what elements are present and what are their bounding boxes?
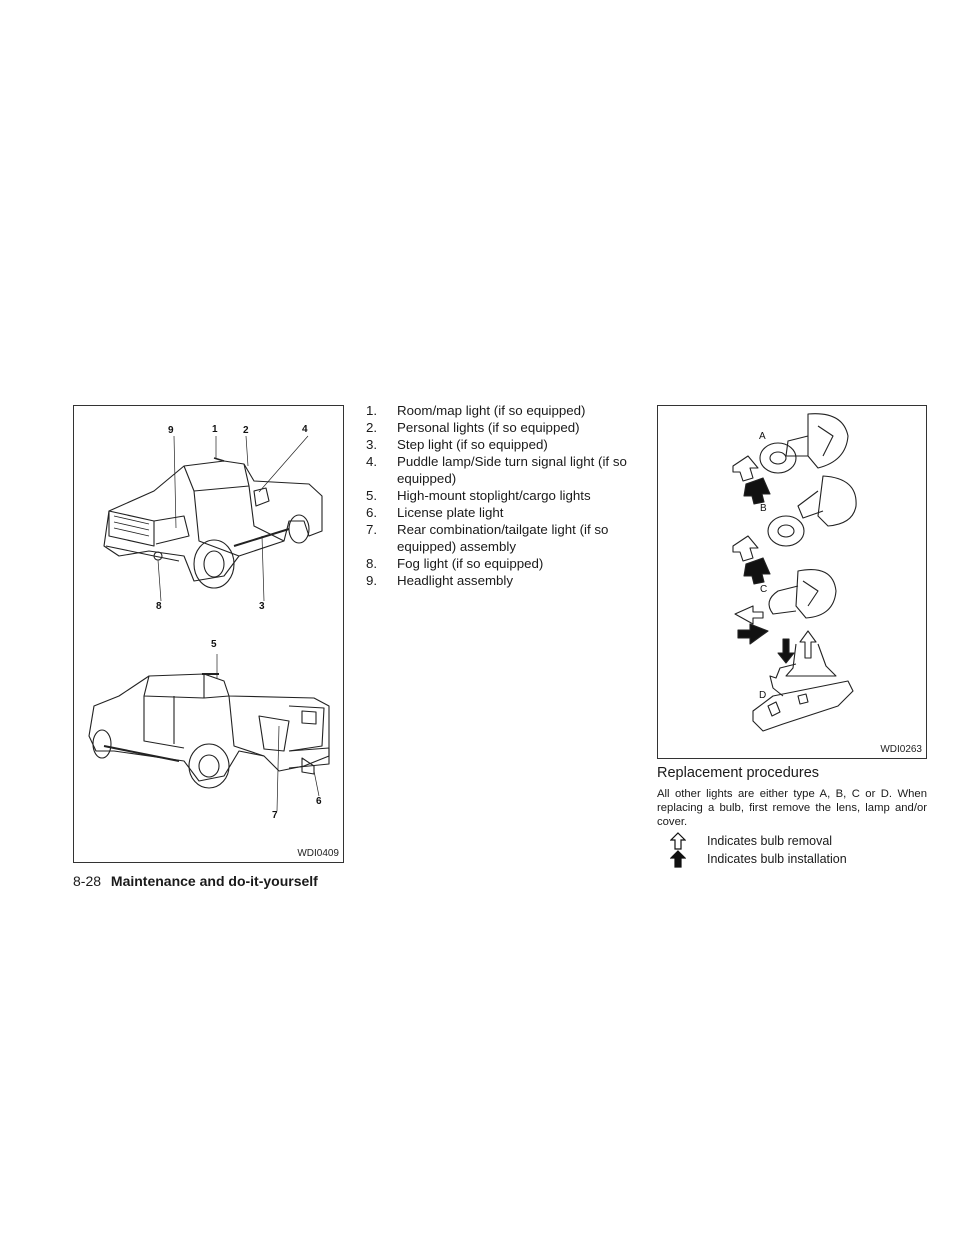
callout-5: 5 (211, 639, 217, 650)
legend-item-number: 1. (366, 403, 378, 418)
outline-arrow-up-icon (670, 832, 686, 850)
installation-label: Indicates bulb installation (707, 852, 847, 866)
replacement-procedures-body: All other lights are either type A, B, C… (657, 788, 927, 828)
legend-item-text: Room/map light (if so equipped) (397, 403, 586, 418)
legend-item-number: 2. (366, 420, 378, 435)
figure-code: WDI0409 (297, 848, 339, 859)
callout-6: 6 (316, 796, 322, 807)
page-number: 8-28 (73, 873, 102, 889)
bulb-illustration (732, 413, 857, 732)
legend-item-text: High-mount stoplight/cargo lights (397, 488, 591, 503)
type-c-label: C (760, 584, 768, 595)
legend-item-number: 8. (366, 556, 378, 571)
legend-item-text: Puddle lamp/Side turn signal light (if s… (397, 454, 627, 486)
legend-item: 6. License plate light (366, 504, 641, 521)
legend-item-text: License plate light (397, 505, 504, 520)
removal-label: Indicates bulb removal (707, 834, 833, 848)
truck-light-locations-figure: 9 1 2 4 8 3 5 7 6 WDI0409 (73, 405, 344, 863)
legend-item-text: Headlight assembly (397, 573, 514, 588)
legend-item-text: Step light (if so equipped) (397, 437, 548, 452)
callout-8: 8 (156, 601, 162, 612)
legend-item-number: 3. (366, 437, 378, 452)
legend-item-number: 4. (366, 454, 378, 469)
callout-9: 9 (168, 425, 174, 436)
solid-arrow-up-icon (670, 850, 686, 868)
legend-item: 3. Step light (if so equipped) (366, 436, 641, 453)
legend-item-number: 6. (366, 505, 378, 520)
callout-1: 1 (212, 424, 218, 435)
removal-indicator-row: Indicates bulb removal (670, 832, 832, 850)
truck-illustration (88, 435, 330, 812)
bulb-types-figure: A B C D WDI0263 (657, 405, 927, 759)
type-d-label: D (759, 690, 767, 701)
legend-item-number: 9. (366, 573, 378, 588)
callout-7: 7 (272, 810, 278, 821)
legend-item-text: Rear combination/tailgate light (if so e… (397, 522, 609, 554)
section-title: Maintenance and do-it-yourself (110, 873, 318, 889)
legend-item: 7. Rear combination/tailgate light (if so… (366, 521, 641, 555)
callout-2: 2 (243, 425, 249, 436)
legend-item: 4. Puddle lamp/Side turn signal light (if… (366, 453, 641, 487)
callout-3: 3 (259, 601, 265, 612)
legend-item: 1. Room/map light (if so equipped) (366, 402, 641, 419)
legend-item-text: Fog light (if so equipped) (397, 556, 544, 571)
legend-item-number: 7. (366, 522, 378, 537)
legend-item: 2. Personal lights (if so equipped) (366, 419, 641, 436)
legend-item-number: 5. (366, 488, 378, 503)
legend-item: 5. High-mount stoplight/cargo lights (366, 487, 641, 504)
legend-item: 8. Fog light (if so equipped) (366, 555, 641, 572)
figure-code: WDI0263 (880, 744, 922, 755)
type-a-label: A (759, 431, 766, 442)
legend-item-text: Personal lights (if so equipped) (397, 420, 580, 435)
type-b-label: B (760, 503, 767, 514)
callout-4: 4 (302, 424, 308, 435)
replacement-procedures-heading: Replacement procedures (657, 765, 820, 781)
light-legend-list: 1. Room/map light (if so equipped) 2. Perso… (366, 402, 641, 589)
page-footer: 8-28 Maintenance and do-it-yourself (73, 873, 318, 889)
installation-indicator-row: Indicates bulb installation (670, 850, 847, 868)
legend-item: 9. Headlight assembly (366, 572, 641, 589)
